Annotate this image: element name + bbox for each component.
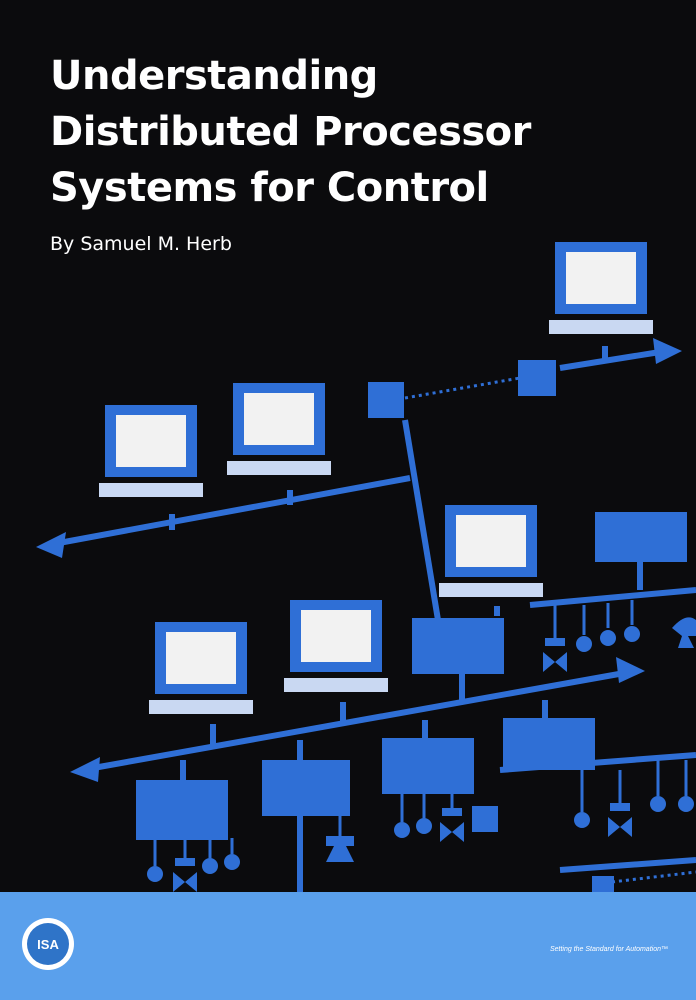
publisher-tagline: Setting the Standard for Automation™ bbox=[549, 946, 668, 953]
isa-logo-text: ISA bbox=[27, 923, 69, 965]
network-arrow-icon bbox=[36, 338, 682, 782]
title-line-3: Systems for Control bbox=[50, 165, 489, 211]
workstation-icon bbox=[99, 405, 203, 497]
title-line-2: Distributed Processor bbox=[50, 109, 531, 155]
workstation-icon bbox=[439, 505, 543, 597]
workstation-icon bbox=[549, 242, 653, 334]
book-title: Understanding Distributed Processor Syst… bbox=[50, 48, 531, 216]
title-line-1: Understanding bbox=[50, 53, 378, 99]
workstation-icon bbox=[149, 622, 253, 714]
sensor-icon bbox=[147, 626, 694, 882]
footer-band bbox=[0, 892, 696, 1000]
isa-logo: ISA bbox=[22, 918, 74, 970]
controller-box-icon bbox=[136, 360, 687, 892]
workstation-icon bbox=[227, 383, 331, 475]
book-author: By Samuel M. Herb bbox=[50, 233, 232, 255]
valve-icon bbox=[173, 617, 696, 892]
workstation-icon bbox=[284, 600, 388, 692]
